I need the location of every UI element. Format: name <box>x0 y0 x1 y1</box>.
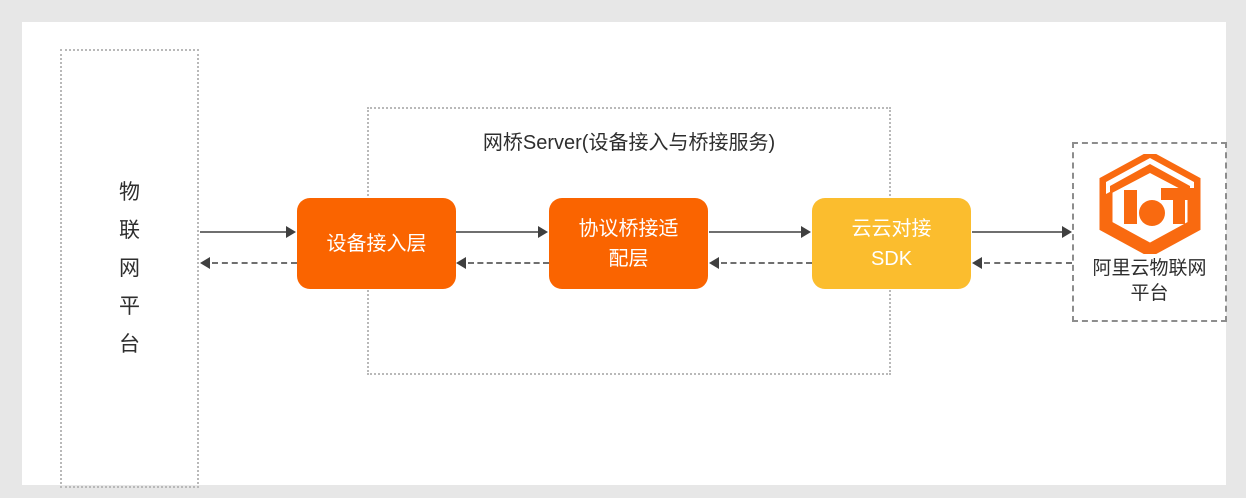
connector-device-access-to-platform <box>212 262 297 264</box>
aliyun-iot-logo-icon <box>1099 154 1200 254</box>
connector-bridge-to-sdk <box>709 231 801 233</box>
connector-sdk-to-aliyun <box>972 231 1062 233</box>
connector-device-access-to-bridge <box>456 231 538 233</box>
arrowhead-platform-to-device-access <box>286 226 296 238</box>
diagram-canvas: 物 联 网 平 台 网桥Server(设备接入与桥接服务) 设备接入层 协议桥接… <box>22 22 1227 488</box>
bridge-server-title: 网桥Server(设备接入与桥接服务) <box>482 132 776 154</box>
iot-platform-group: 物 联 网 平 台 <box>60 49 199 488</box>
arrowhead-device-access-to-bridge <box>538 226 548 238</box>
connector-sdk-to-bridge <box>721 262 812 264</box>
connector-bridge-to-device-access <box>468 262 549 264</box>
arrowhead-bridge-to-sdk <box>801 226 811 238</box>
connector-aliyun-to-sdk <box>984 262 1072 264</box>
aliyun-iot-platform-label: 阿里云物联网 平台 <box>1092 258 1207 304</box>
node-cloud-to-cloud-sdk[interactable]: 云云对接 SDK <box>812 198 971 289</box>
arrowhead-aliyun-to-sdk <box>972 257 982 269</box>
iot-platform-label: 物 联 网 平 台 <box>119 180 140 356</box>
arrowhead-bridge-to-device-access <box>456 257 466 269</box>
arrowhead-device-access-to-platform <box>200 257 210 269</box>
connector-platform-to-device-access <box>200 231 286 233</box>
aliyun-iot-platform-group: 阿里云物联网 平台 <box>1072 142 1227 322</box>
arrowhead-sdk-to-bridge <box>709 257 719 269</box>
arrowhead-sdk-to-aliyun <box>1062 226 1072 238</box>
node-protocol-bridge-adapter-layer[interactable]: 协议桥接适 配层 <box>549 198 708 289</box>
node-device-access-layer[interactable]: 设备接入层 <box>297 198 456 289</box>
